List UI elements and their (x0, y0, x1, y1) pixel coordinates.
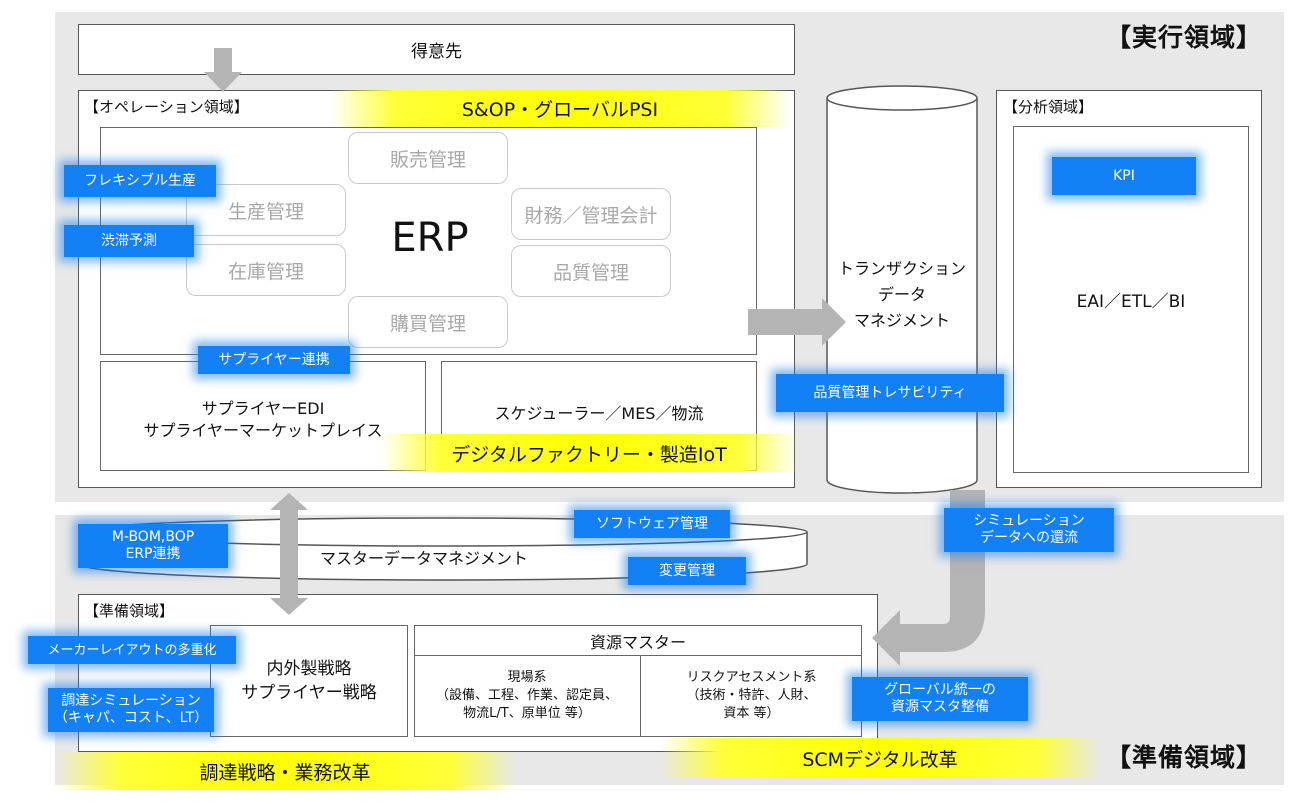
transaction-line1: トランザクション (837, 259, 966, 278)
change-mgmt-label: 変更管理 (659, 562, 715, 579)
finance-mgmt-label: 財務／管理会計 (524, 204, 658, 227)
change-mgmt-tag: 変更管理 (628, 557, 746, 585)
field-line1: （設備、工程、作業、認定員、 (435, 688, 618, 703)
scheduler-label: スケジューラー／MES／物流 (494, 404, 704, 423)
supplier-link-tag: サプライヤー連携 (198, 346, 350, 374)
risk-title: リスクアセスメント系 (686, 670, 817, 685)
sop-psi-label: S&OP・グローバルPSI (461, 99, 659, 121)
procure-sim-line2: （キャパ、コスト、LT） (53, 710, 209, 726)
supplier-edi-box: サプライヤーEDI サプライヤーマーケットプレイス (100, 361, 426, 471)
procurement-reform-label: 調達戦略・業務改革 (199, 761, 371, 784)
sales-mgmt-box: 販売管理 (348, 132, 508, 184)
customer-box: 得意先 (78, 24, 795, 75)
quality-trace-label: 品質管理トレサビリティ (813, 384, 967, 401)
software-mgmt-tag: ソフトウェア管理 (574, 510, 730, 538)
inhouse-strategy-box: 内外製戦略 サプライヤー戦略 (210, 625, 408, 737)
resource-master-box (414, 625, 862, 737)
inventory-mgmt-label: 在庫管理 (227, 260, 304, 283)
operation-domain-label: 【オペレーション領域】 (84, 98, 249, 116)
erp-label: ERP (391, 215, 469, 261)
supplier-link-label: サプライヤー連携 (218, 351, 330, 368)
global-master-line2: 資源マスタ整備 (891, 699, 989, 715)
procure-sim-tag: 調達シミュレーション （キャパ、コスト、LT） (48, 688, 214, 732)
master-data-disk (78, 517, 808, 581)
digital-factory-label: デジタルファクトリー・製造IoT (451, 443, 727, 466)
simulation-return-tag: シミュレーション データへの還流 (944, 508, 1114, 552)
digital-factory-highlight: デジタルファクトリー・製造IoT (380, 434, 798, 472)
inhouse-line2: サプライヤー戦略 (241, 683, 377, 703)
quality-mgmt-label: 品質管理 (552, 261, 629, 284)
maker-layout-tag: メーカーレイアウトの多重化 (28, 636, 236, 664)
erp-to-transaction-arrow (748, 298, 846, 346)
analysis-domain-label: 【分析領域】 (1003, 98, 1094, 116)
purchasing-mgmt-label: 購買管理 (389, 312, 466, 335)
eai-label: EAI／ETL／BI (1076, 291, 1186, 312)
global-master-tag: グローバル統一の 資源マスタ整備 (852, 677, 1028, 721)
inhouse-line1: 内外製戦略 (266, 659, 352, 679)
purchasing-mgmt-box: 購買管理 (348, 296, 508, 348)
software-mgmt-label: ソフトウェア管理 (596, 515, 708, 532)
kpi-tag: KPI (1052, 157, 1196, 195)
procure-sim-line1: 調達シミュレーション (61, 693, 201, 709)
quality-mgmt-box: 品質管理 (511, 245, 671, 297)
resource-master-separator (640, 655, 641, 737)
production-mgmt-label: 生産管理 (227, 200, 304, 223)
field-title: 現場系 (507, 670, 547, 685)
procurement-reform-highlight: 調達戦略・業務改革 (55, 752, 515, 790)
transaction-line3: マネジメント (853, 311, 950, 330)
vertical-double-arrow (270, 493, 308, 615)
sop-psi-highlight: S&OP・グローバルPSI (330, 90, 790, 127)
preparation-domain-label: 【準備領域】 (1106, 743, 1263, 772)
congestion-label: 渋滞予測 (101, 232, 157, 249)
resource-master-label: 資源マスター (589, 632, 686, 652)
risk-system: リスクアセスメント系 （技術・特許、人財、 資本 等） (641, 660, 862, 732)
sales-mgmt-label: 販売管理 (389, 148, 466, 171)
mbom-line2: ERP連携 (125, 546, 181, 562)
execution-domain-label: 【実行領域】 (1106, 23, 1263, 52)
scm-reform-label: SCMデジタル改革 (802, 748, 958, 771)
congestion-tag: 渋滞予測 (64, 225, 194, 257)
global-master-line1: グローバル統一の (884, 682, 996, 698)
supplier-edi-line1: サプライヤーEDI (201, 399, 325, 418)
risk-line2: 資本 等） (723, 706, 780, 721)
quality-trace-tag: 品質管理トレサビリティ (776, 374, 1004, 412)
customer-label: 得意先 (411, 42, 462, 62)
flexible-production-tag: フレキシブル生産 (64, 165, 216, 197)
transaction-label: トランザクション データ マネジメント (826, 256, 978, 334)
master-data-label: マスターデータマネジメント (320, 549, 529, 568)
field-system: 現場系 （設備、工程、作業、認定員、 物流L/T、原単位 等） (414, 660, 640, 732)
customer-down-arrow (204, 48, 242, 92)
simulation-line1: シミュレーション (973, 513, 1085, 529)
transaction-line2: データ (877, 285, 926, 304)
kpi-label: KPI (1113, 167, 1135, 184)
simulation-line2: データへの還流 (980, 530, 1078, 546)
finance-mgmt-box: 財務／管理会計 (511, 188, 671, 240)
mbom-tag: M-BOM,BOP ERP連携 (78, 524, 228, 568)
flexible-production-label: フレキシブル生産 (84, 172, 196, 189)
resource-master-divider (414, 655, 862, 656)
inventory-mgmt-box: 在庫管理 (186, 244, 346, 296)
maker-layout-label: メーカーレイアウトの多重化 (47, 642, 217, 658)
mbom-line1: M-BOM,BOP (111, 529, 195, 545)
scm-reform-highlight: SCMデジタル改革 (660, 738, 1100, 778)
risk-line1: （技術・特許、人財、 (686, 688, 817, 703)
preparation-domain-inner-label: 【準備領域】 (84, 602, 175, 620)
supplier-edi-line2: サプライヤーマーケットプレイス (143, 421, 383, 440)
field-line2: 物流L/T、原単位 等） (463, 706, 591, 721)
